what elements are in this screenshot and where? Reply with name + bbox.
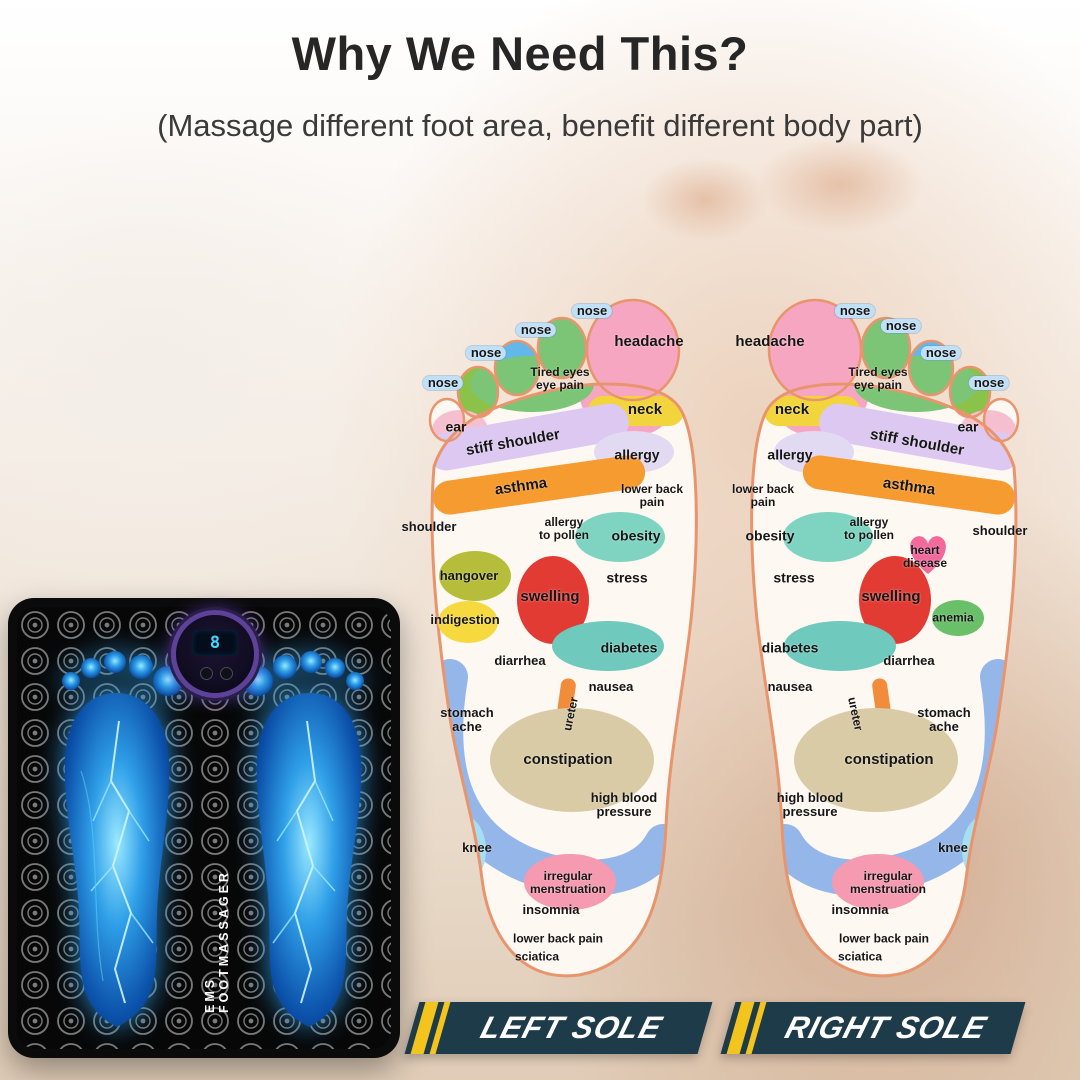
zone-indigestion xyxy=(438,601,498,643)
right-foot-diagram xyxy=(738,292,1028,987)
left-sole-banner-label: LEFT SOLE xyxy=(476,1010,667,1045)
device-button-icon xyxy=(200,667,213,680)
right-sole-banner-label: RIGHT SOLE xyxy=(781,1010,991,1045)
page-title: Why We Need This? xyxy=(291,27,749,80)
right-sole-banner: RIGHT SOLE xyxy=(720,1002,1026,1054)
zone-heart-disease xyxy=(910,536,946,574)
product-brand-text: EMS FOOTMASSAGER xyxy=(203,870,231,1013)
left-foot-diagram xyxy=(420,292,710,987)
page-subtitle: (Massage different foot area, benefit di… xyxy=(157,108,923,143)
product-image: EMS FOOTMASSAGER 8 xyxy=(8,598,400,1058)
control-device: 8 xyxy=(171,610,259,698)
glowing-left-footprint xyxy=(62,651,183,1027)
device-button-icon xyxy=(220,667,233,680)
device-display: 8 xyxy=(192,630,238,656)
glowing-right-footprint xyxy=(243,651,364,1027)
zone-hangover xyxy=(439,551,511,601)
left-sole-banner: LEFT SOLE xyxy=(404,1002,713,1054)
zone-anemia xyxy=(932,600,984,636)
pad-swirl-pattern: EMS FOOTMASSAGER xyxy=(17,607,391,1049)
